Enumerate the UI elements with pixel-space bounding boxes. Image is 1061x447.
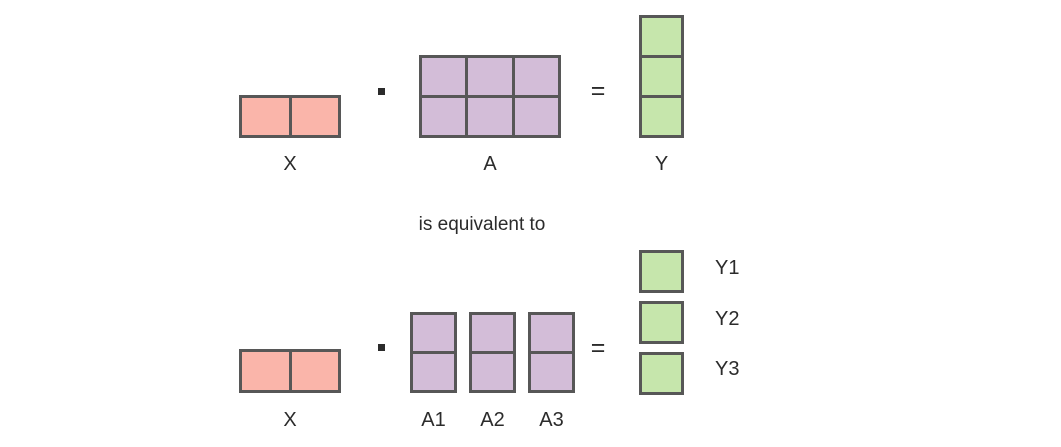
matrix-cell bbox=[242, 98, 289, 135]
matrix-y-top-label: Y bbox=[654, 153, 669, 175]
matrix-x-bottom-label: X bbox=[283, 409, 297, 431]
matrix-y1-bottom bbox=[639, 250, 684, 293]
matrix-cell bbox=[468, 98, 512, 135]
matrix-cell bbox=[514, 58, 558, 95]
matrix-a3-bottom bbox=[528, 312, 575, 393]
matrix-cell bbox=[642, 98, 681, 135]
matrix-cell bbox=[642, 18, 681, 55]
matrix-x-top-label: X bbox=[283, 153, 297, 175]
dot-product-operator-bottom bbox=[378, 344, 385, 351]
matrix-x-bottom bbox=[239, 349, 341, 393]
matrix-cell bbox=[413, 315, 454, 351]
matrix-a2-bottom bbox=[469, 312, 516, 393]
matrix-cell bbox=[472, 354, 513, 390]
dot-product-operator-top bbox=[378, 88, 385, 95]
equals-operator-bottom: = bbox=[590, 334, 606, 362]
matrix-a-top-label: A bbox=[483, 153, 497, 175]
matrix-a-top bbox=[419, 55, 561, 138]
matrix-cell bbox=[422, 58, 466, 95]
matrix-cell bbox=[242, 352, 289, 390]
matrix-x-top bbox=[239, 95, 341, 138]
matrix-y2-bottom-label: Y2 bbox=[715, 308, 740, 330]
matrix-y-top bbox=[639, 15, 684, 138]
matrix-y3-bottom bbox=[639, 352, 684, 395]
matrix-a1-bottom-label: A1 bbox=[421, 409, 446, 431]
matrix-cell bbox=[642, 304, 681, 341]
matrix-cell bbox=[413, 354, 454, 390]
equals-operator-top: = bbox=[590, 77, 606, 105]
matrix-cell bbox=[468, 58, 512, 95]
matrix-y1-bottom-label: Y1 bbox=[715, 257, 740, 279]
matrix-y2-bottom bbox=[639, 301, 684, 344]
matrix-cell bbox=[642, 355, 681, 392]
matrix-a1-bottom bbox=[410, 312, 457, 393]
matrix-cell bbox=[291, 98, 338, 135]
matrix-cell bbox=[291, 352, 338, 390]
matrix-a3-bottom-label: A3 bbox=[539, 409, 564, 431]
matrix-cell bbox=[531, 354, 572, 390]
matrix-cell bbox=[642, 58, 681, 95]
matrix-cell bbox=[642, 253, 681, 290]
matrix-y3-bottom-label: Y3 bbox=[715, 358, 740, 380]
matrix-cell bbox=[531, 315, 572, 351]
matrix-cell bbox=[514, 98, 558, 135]
matrix-a2-bottom-label: A2 bbox=[480, 409, 505, 431]
matrix-cell bbox=[472, 315, 513, 351]
matrix-cell bbox=[422, 98, 466, 135]
equivalence-caption: is equivalent to bbox=[418, 214, 546, 235]
